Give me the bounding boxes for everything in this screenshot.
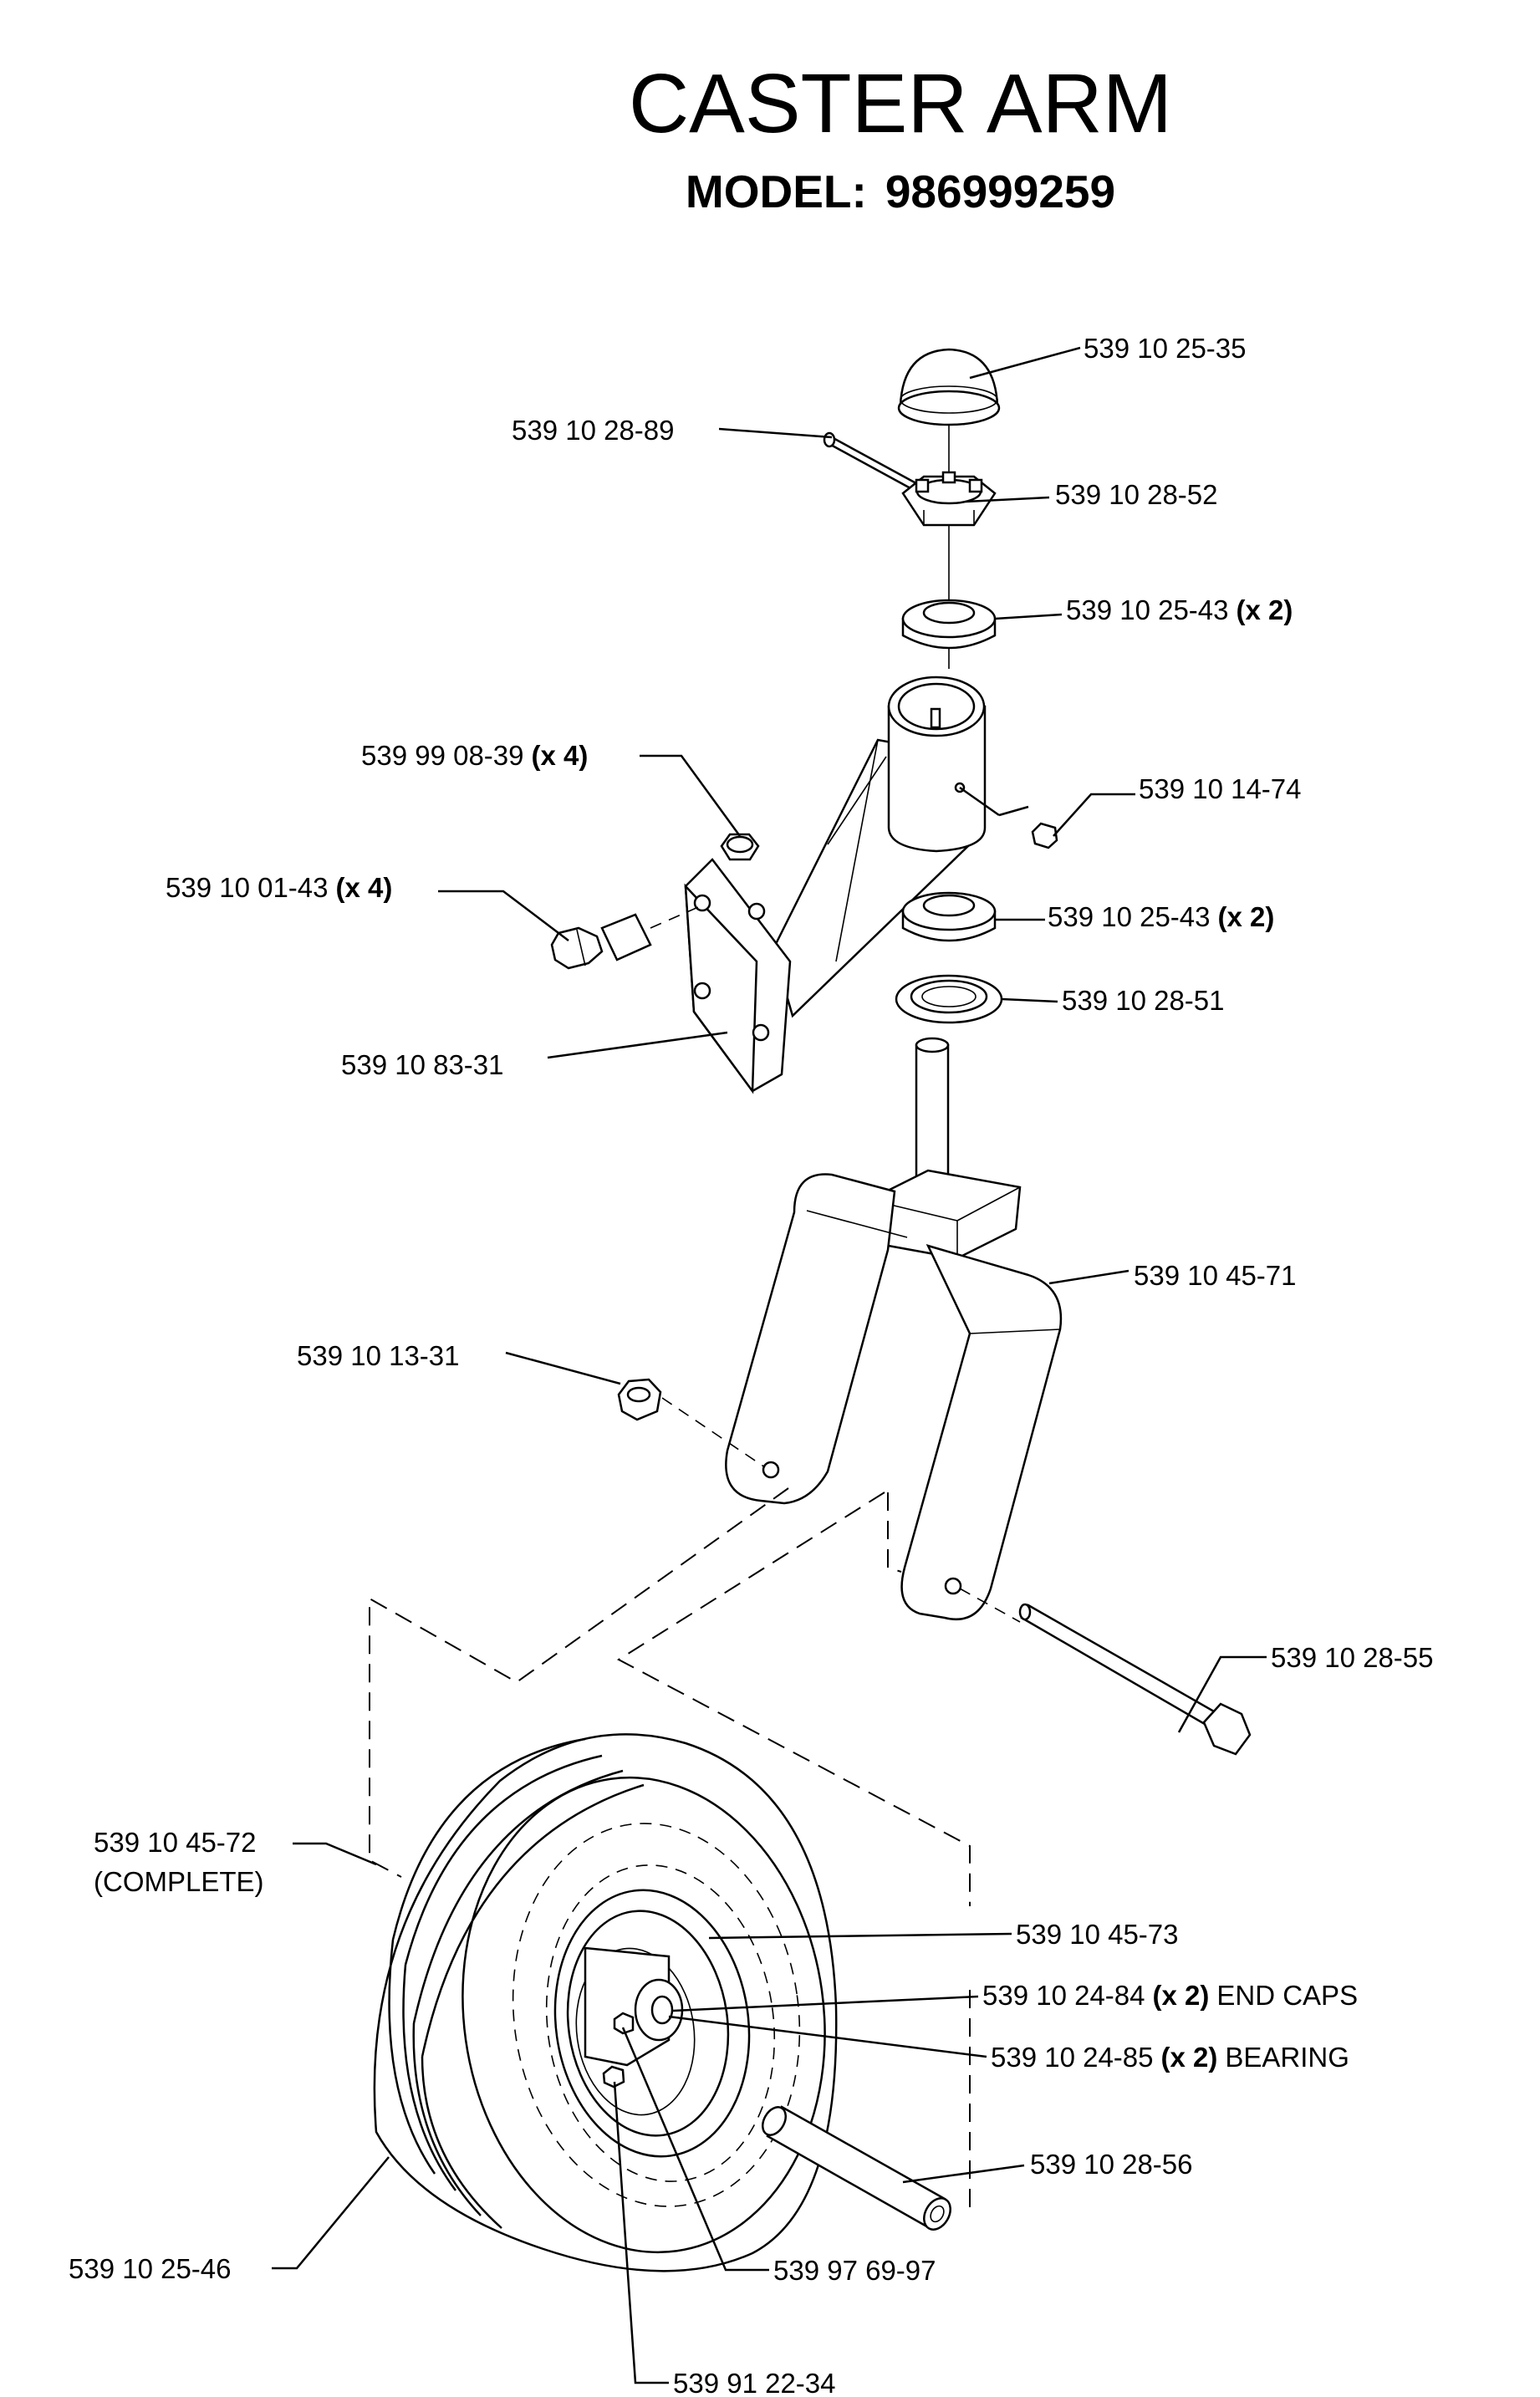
label-wheel-complete: 539 10 45-72 — [94, 1827, 257, 1858]
label-wheel-bearing: 539 10 24-85(x 2)BEARING — [991, 2042, 1349, 2073]
leader-lines — [272, 346, 1267, 2384]
label-seal: 539 10 28-51 — [1062, 985, 1225, 1016]
label-valve-stem: 539 97 69-97 — [773, 2255, 936, 2286]
model-line: MODEL: 986999259 — [686, 166, 1115, 217]
label-end-caps-qty: (x 2) — [1153, 1980, 1210, 2011]
axle-nut-part — [617, 1378, 766, 1468]
label-wheel-fitting: 539 91 22-34 — [673, 2368, 836, 2397]
label-bearing-top-number: 539 10 25-43 — [1066, 594, 1229, 625]
label-fork: 539 10 45-71 — [1134, 1260, 1297, 1291]
wheel-fitting-part — [602, 2065, 625, 2088]
label-bearing-bottom-number: 539 10 25-43 — [1048, 901, 1211, 932]
valve-stem-part — [613, 2012, 635, 2035]
fork-part — [725, 1037, 1063, 1620]
caster-arm-part — [684, 676, 987, 1094]
cotter-pin-part — [823, 431, 925, 495]
label-lock-nut-number: 539 99 08-39 — [361, 740, 524, 771]
model-label: MODEL: — [686, 166, 867, 217]
model-number: 986999259 — [885, 166, 1115, 217]
label-lock-nut-qty: (x 4) — [532, 740, 589, 771]
label-end-caps: 539 10 24-84 (x 2)END CAPS — [982, 1980, 1358, 2011]
label-grease-fitting: 539 10 14-74 — [1139, 773, 1302, 804]
label-wheel-bearing-note: BEARING — [1225, 2042, 1349, 2073]
label-dust-cap: 539 10 25-35 — [1084, 333, 1247, 364]
label-bearing-bottom-qty: (x 2) — [1218, 901, 1275, 932]
label-bearing-bottom: 539 10 25-43(x 2) — [1048, 901, 1274, 932]
label-wheel-bearing-qty: (x 2) — [1161, 2042, 1218, 2073]
label-rim: 539 10 45-73 — [1016, 1919, 1179, 1950]
label-axle-nut: 539 10 13-31 — [297, 1340, 460, 1371]
label-wheel-complete-note: (COMPLETE) — [94, 1866, 264, 1897]
castle-nut-part — [901, 471, 997, 527]
label-spacer-tube: 539 10 28-56 — [1030, 2149, 1193, 2180]
assembly-guide-lines — [369, 1487, 971, 2207]
lock-nut-part — [720, 833, 760, 861]
label-bearing-top-qty: (x 2) — [1237, 594, 1293, 625]
label-cotter-pin: 539 10 28-89 — [512, 415, 675, 446]
label-bearing-top: 539 10 25-43 (x 2) — [1066, 594, 1293, 625]
label-axle-bolt: 539 10 28-55 — [1271, 1642, 1434, 1673]
plate-bolt-part — [550, 904, 705, 970]
label-wheel-bearing-number: 539 10 24-85 — [991, 2042, 1154, 2073]
bearing-bottom-part — [901, 891, 997, 942]
label-end-caps-number: 539 10 24-84 — [982, 1980, 1145, 2011]
label-caster-arm: 539 10 83-31 — [341, 1049, 504, 1080]
label-end-caps-note: END CAPS — [1216, 1980, 1358, 2011]
axle-bolt-part — [959, 1588, 1252, 1756]
dust-cap-part — [897, 348, 1001, 426]
label-castle-nut: 539 10 28-52 — [1055, 479, 1218, 510]
label-plate-bolt-qty: (x 4) — [336, 872, 393, 903]
label-tire: 539 10 25-46 — [69, 2253, 232, 2284]
bearing-top-part — [901, 599, 997, 650]
label-lock-nut: 539 99 08-39 (x 4) — [361, 740, 588, 771]
spacer-tube-part — [762, 2105, 951, 2231]
grease-fitting-part — [959, 786, 1058, 849]
diagram-title: CASTER ARM — [629, 57, 1172, 150]
label-plate-bolt-number: 539 10 01-43 — [166, 872, 329, 903]
label-plate-bolt: 539 10 01-43(x 4) — [166, 872, 392, 903]
seal-part — [895, 974, 1003, 1024]
